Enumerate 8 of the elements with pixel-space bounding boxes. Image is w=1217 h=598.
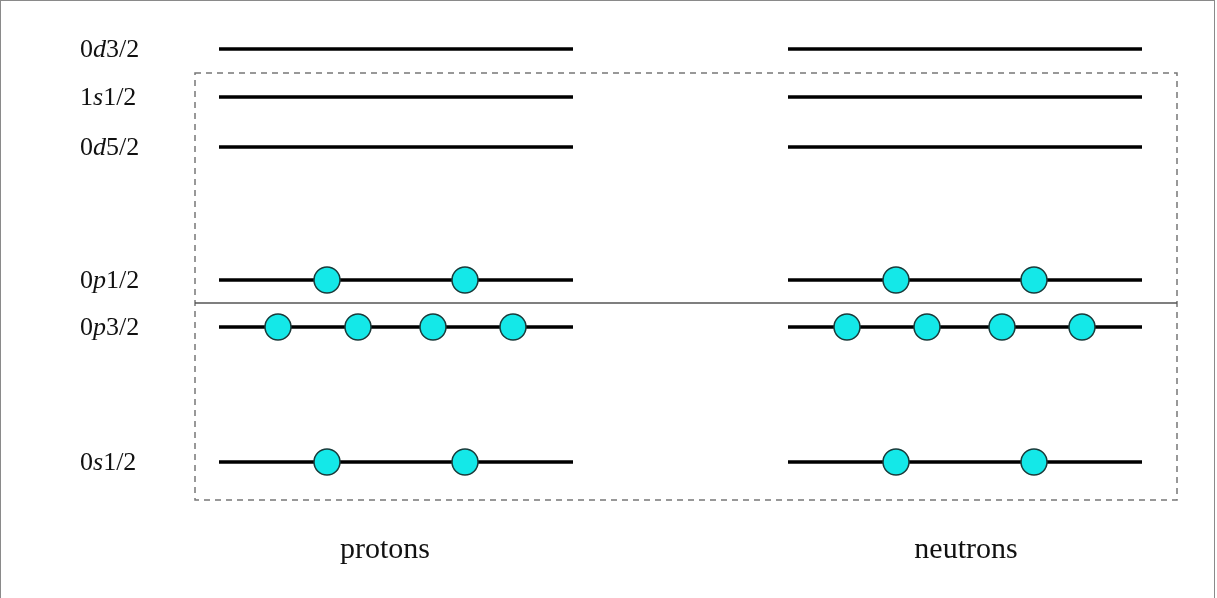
level-label: 1s1/2	[80, 82, 137, 112]
level-label: 0d3/2	[80, 34, 140, 64]
column-label: protons	[339, 533, 431, 563]
level-label: 0p3/2	[80, 312, 140, 342]
level-label: 0s1/2	[80, 447, 137, 477]
level-label: 0p1/2	[80, 265, 140, 295]
level-label: 0d5/2	[80, 132, 140, 162]
column-label: neutrons	[913, 533, 1019, 563]
